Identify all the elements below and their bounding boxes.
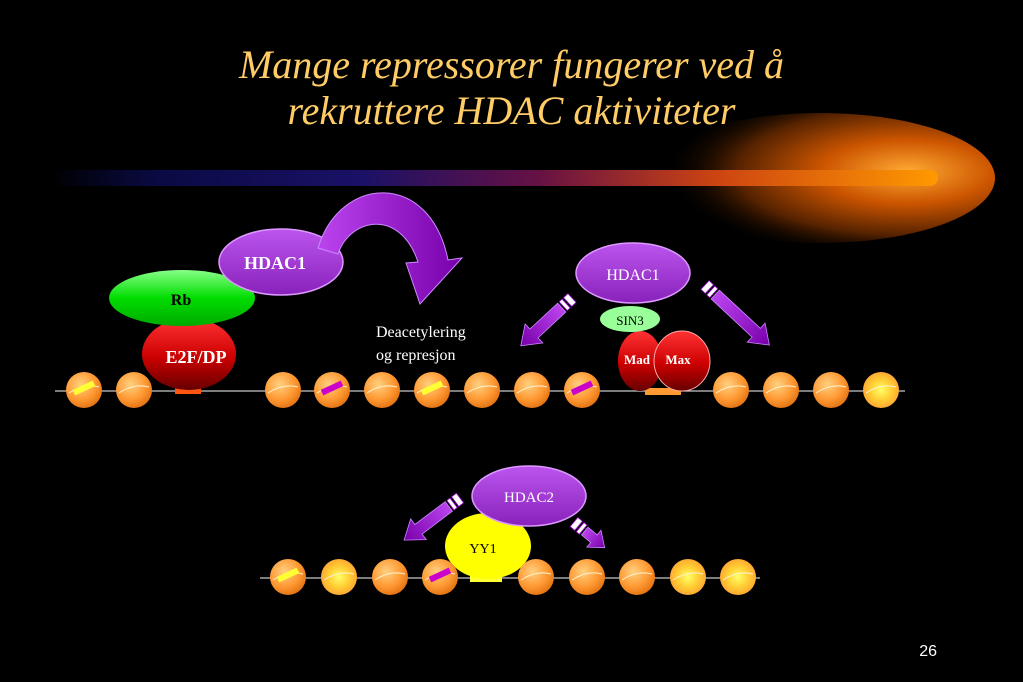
yy1-protein <box>445 513 531 579</box>
arrow-bottom-left <box>403 492 465 541</box>
binding-site-e2f <box>175 386 201 394</box>
nucleosome <box>364 372 400 408</box>
binding-site-mad <box>645 388 681 395</box>
mad-label: Mad <box>624 352 651 367</box>
arrow-left-down <box>520 293 577 347</box>
max-label: Max <box>665 352 691 367</box>
hdac1-left-protein <box>218 228 344 296</box>
slide-title: Mange repressorer fungerer ved å rekrutt… <box>0 42 1023 134</box>
nucleosome <box>314 372 350 408</box>
nucleosome <box>372 559 408 595</box>
nucleosome-row-top <box>66 372 899 408</box>
curved-arrow <box>317 192 464 305</box>
acetyl-mark <box>72 380 96 396</box>
hdac2-protein <box>471 465 587 527</box>
e2f-dp-protein <box>142 318 236 390</box>
nucleosome <box>713 372 749 408</box>
nucleosome <box>265 372 301 408</box>
e2f-dp-label: E2F/DP <box>166 347 227 367</box>
left-complex: E2F/DP Rb HDAC1 <box>109 228 344 390</box>
nucleosome <box>66 372 102 408</box>
mad-protein <box>618 331 662 391</box>
nucleosome <box>518 559 554 595</box>
hdac2-label: HDAC2 <box>504 490 554 506</box>
nucleosome <box>569 559 605 595</box>
nucleosome <box>422 559 458 595</box>
acetyl-mark <box>420 380 444 396</box>
nucleosome <box>564 372 600 408</box>
rb-label: Rb <box>171 292 192 309</box>
nucleosome <box>464 372 500 408</box>
deacetylated-mark <box>570 380 594 396</box>
max-protein <box>653 330 711 392</box>
acetyl-mark <box>276 567 300 583</box>
annotation-line-2: og represjon <box>376 347 456 364</box>
deacetylated-mark <box>428 567 452 583</box>
hdac1-right-label: HDAC1 <box>606 267 659 284</box>
nucleosome <box>116 372 152 408</box>
annotation-line-1: Deacetylering <box>376 324 466 341</box>
nucleosome-row-bottom <box>270 559 756 595</box>
nucleosome <box>619 559 655 595</box>
right-complex: Mad Max SIN3 HDAC1 <box>575 242 711 392</box>
arrow-right-down <box>700 280 770 346</box>
nucleosome <box>813 372 849 408</box>
sin3-protein <box>600 306 660 332</box>
nucleosome <box>670 559 706 595</box>
nucleosome <box>270 559 306 595</box>
title-line-2: rekruttere HDAC aktiviteter <box>287 88 736 133</box>
sin3-label: SIN3 <box>616 313 643 328</box>
arrow-bottom-right <box>569 516 606 549</box>
rb-protein <box>109 270 255 326</box>
decor-bar <box>50 170 938 186</box>
bottom-complex: YY1 HDAC2 <box>445 465 587 579</box>
nucleosome <box>321 559 357 595</box>
hdac1-right-protein <box>575 242 691 304</box>
title-line-1: Mange repressorer fungerer ved å <box>238 42 785 87</box>
hdac1-left-label: HDAC1 <box>244 253 306 273</box>
yy1-label: YY1 <box>469 542 496 557</box>
nucleosome <box>763 372 799 408</box>
deacetylated-mark <box>320 380 344 396</box>
nucleosome <box>720 559 756 595</box>
nucleosome <box>514 372 550 408</box>
nucleosome <box>863 372 899 408</box>
page-number: 26 <box>919 643 937 660</box>
nucleosome <box>414 372 450 408</box>
